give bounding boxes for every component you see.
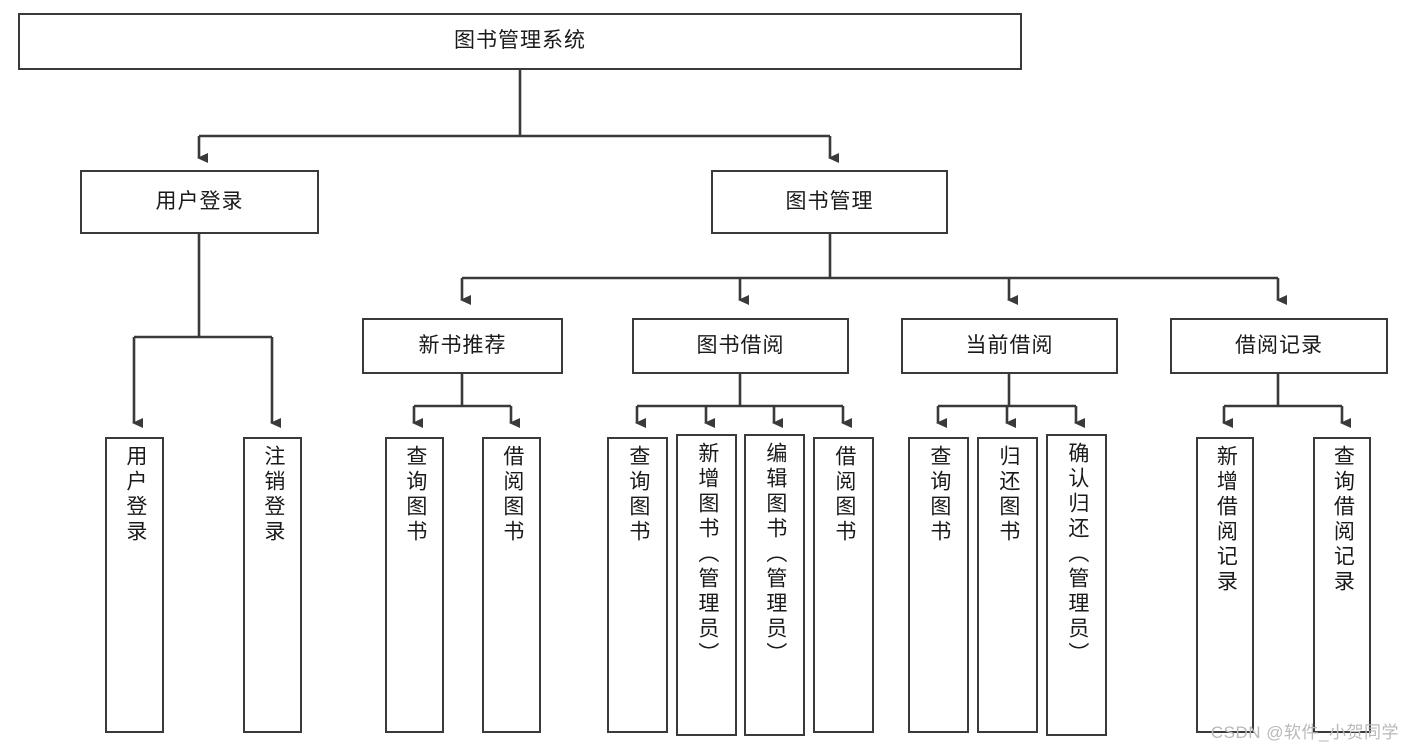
leaf-current-borrow-query[interactable]: 查询图书 <box>908 437 969 733</box>
node-label: 查询借阅记录 <box>1331 445 1355 595</box>
leaf-user-login-signout[interactable]: 注销登录 <box>243 437 302 733</box>
node-label: 新增借阅记录 <box>1214 445 1238 595</box>
node-label: 新书推荐 <box>418 333 507 357</box>
leaf-borrow-records-query[interactable]: 查询借阅记录 <box>1313 437 1371 733</box>
node-label: 编辑图书（管理员） <box>763 442 787 667</box>
leaf-book-borrow-borrow[interactable]: 借阅图书 <box>813 437 874 733</box>
leaf-current-borrow-confirm-return-admin[interactable]: 确认归还（管理员） <box>1046 434 1107 736</box>
node-label: 当前借阅 <box>965 333 1054 357</box>
node-user-login[interactable]: 用户登录 <box>80 170 319 234</box>
node-label: 注销登录 <box>261 445 285 545</box>
node-label: 借阅图书 <box>500 445 524 545</box>
node-current-borrow[interactable]: 当前借阅 <box>901 318 1118 374</box>
node-label: 用户登录 <box>155 189 244 213</box>
node-root-book-management-system[interactable]: 图书管理系统 <box>18 13 1022 70</box>
leaf-user-login-signin[interactable]: 用户登录 <box>105 437 164 733</box>
leaf-book-borrow-add-admin[interactable]: 新增图书（管理员） <box>676 434 737 736</box>
leaf-book-borrow-edit-admin[interactable]: 编辑图书（管理员） <box>744 434 805 736</box>
leaf-book-borrow-query[interactable]: 查询图书 <box>607 437 668 733</box>
node-label: 图书管理系统 <box>454 29 586 53</box>
node-label: 新增图书（管理员） <box>695 442 719 667</box>
node-borrow-records[interactable]: 借阅记录 <box>1170 318 1388 374</box>
node-label: 借阅图书 <box>832 445 856 545</box>
leaf-new-book-query[interactable]: 查询图书 <box>385 437 444 733</box>
node-label: 图书借阅 <box>696 333 785 357</box>
node-label: 用户登录 <box>123 445 147 545</box>
leaf-new-book-borrow[interactable]: 借阅图书 <box>482 437 541 733</box>
node-label: 归还图书 <box>996 445 1020 545</box>
node-label: 查询图书 <box>403 445 427 545</box>
node-book-borrow[interactable]: 图书借阅 <box>632 318 849 374</box>
node-label: 查询图书 <box>626 445 650 545</box>
node-label: 确认归还（管理员） <box>1065 442 1089 667</box>
node-label: 查询图书 <box>927 445 951 545</box>
csdn-watermark: CSDN @软件_小贺同学 <box>1210 723 1399 742</box>
node-label: 借阅记录 <box>1235 333 1323 357</box>
leaf-current-borrow-return[interactable]: 归还图书 <box>977 437 1038 733</box>
node-book-management[interactable]: 图书管理 <box>711 170 948 234</box>
node-label: 图书管理 <box>785 189 874 213</box>
node-new-book-recommend[interactable]: 新书推荐 <box>362 318 563 374</box>
leaf-borrow-records-add[interactable]: 新增借阅记录 <box>1196 437 1254 733</box>
